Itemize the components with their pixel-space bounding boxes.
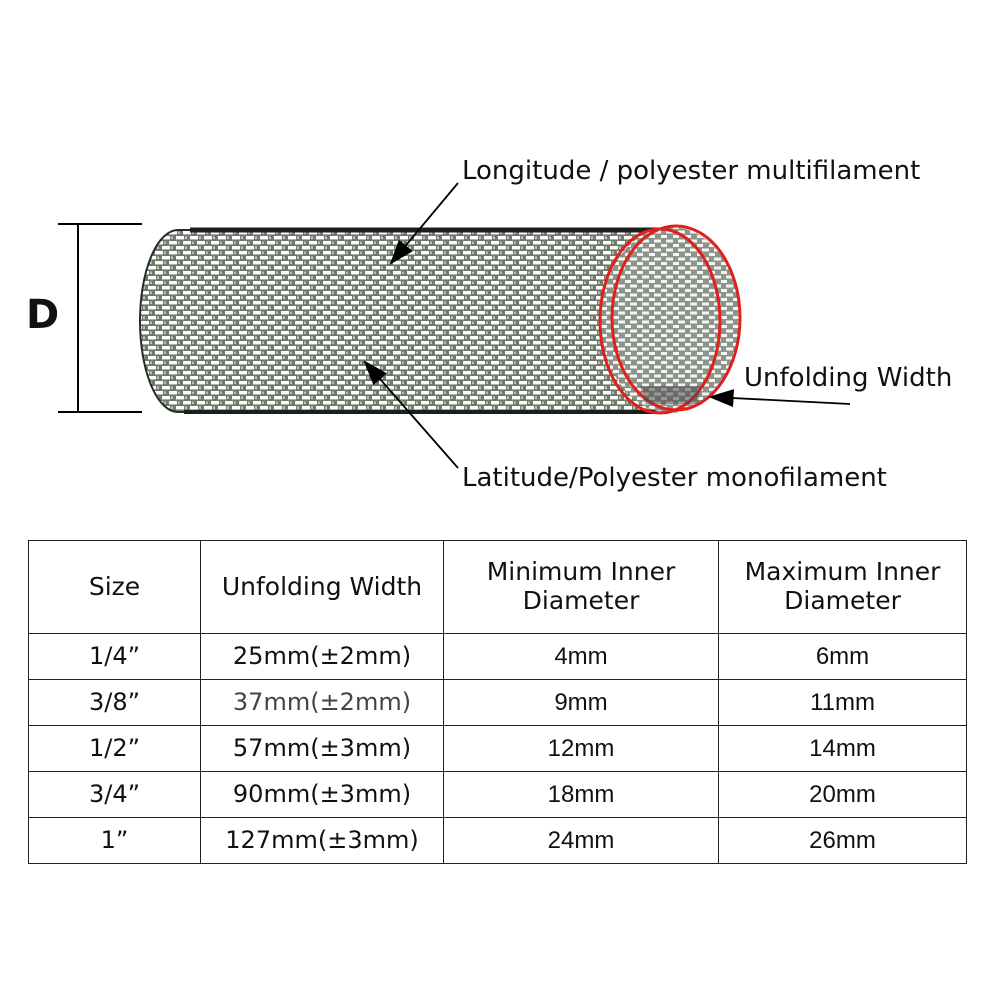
header-size: Size <box>28 540 201 634</box>
cell-max-diameter: 11mm <box>718 679 967 726</box>
cell-size: 1/2” <box>28 725 201 772</box>
sleeve-body <box>139 227 669 414</box>
cell-min-diameter: 4mm <box>443 633 719 680</box>
cell-size: 1/4” <box>28 633 201 680</box>
dimension-label: D <box>26 292 60 338</box>
table-row: 1” 127mm(±3mm) 24mm 26mm <box>28 817 967 864</box>
cell-min-diameter: 24mm <box>443 817 719 864</box>
cell-size: 3/8” <box>28 679 201 726</box>
cell-max-diameter: 14mm <box>718 725 967 772</box>
unfolding-width-label: Unfolding Width <box>744 363 953 393</box>
latitude-label: Latitude/Polyester monofilament <box>462 463 887 493</box>
table-row: 3/4” 90mm(±3mm) 18mm 20mm <box>28 771 967 818</box>
table-row: 1/2” 57mm(±3mm) 12mm 14mm <box>28 725 967 772</box>
header-min-inner-diameter: Minimum Inner Diameter <box>443 540 719 634</box>
header-unfolding-width: Unfolding Width <box>200 540 444 634</box>
cell-min-diameter: 12mm <box>443 725 719 772</box>
sleeve-open-end <box>598 224 742 415</box>
cell-size: 1” <box>28 817 201 864</box>
table-header-row: Size Unfolding Width Minimum Inner Diame… <box>28 540 967 634</box>
cell-unfolding-width: 127mm(±3mm) <box>200 817 444 864</box>
dimension-marker <box>58 223 142 413</box>
cell-max-diameter: 26mm <box>718 817 967 864</box>
cell-size: 3/4” <box>28 771 201 818</box>
cell-unfolding-width: 37mm(±2mm) <box>200 679 444 726</box>
braided-sleeve-diagram <box>58 182 851 469</box>
cell-unfolding-width: 57mm(±3mm) <box>200 725 444 772</box>
longitude-label: Longitude / polyester multifilament <box>462 156 921 186</box>
cell-min-diameter: 18mm <box>443 771 719 818</box>
header-max-inner-diameter: Maximum Inner Diameter <box>718 540 967 634</box>
cell-max-diameter: 6mm <box>718 633 967 680</box>
cell-unfolding-width: 90mm(±3mm) <box>200 771 444 818</box>
leader-arrows <box>363 182 851 469</box>
table-row: 3/8” 37mm(±2mm) 9mm 11mm <box>28 679 967 726</box>
cell-min-diameter: 9mm <box>443 679 719 726</box>
cell-unfolding-width: 25mm(±2mm) <box>200 633 444 680</box>
table-row: 1/4” 25mm(±2mm) 4mm 6mm <box>28 633 967 680</box>
cell-max-diameter: 20mm <box>718 771 967 818</box>
size-spec-table: Size Unfolding Width Minimum Inner Diame… <box>28 540 967 864</box>
